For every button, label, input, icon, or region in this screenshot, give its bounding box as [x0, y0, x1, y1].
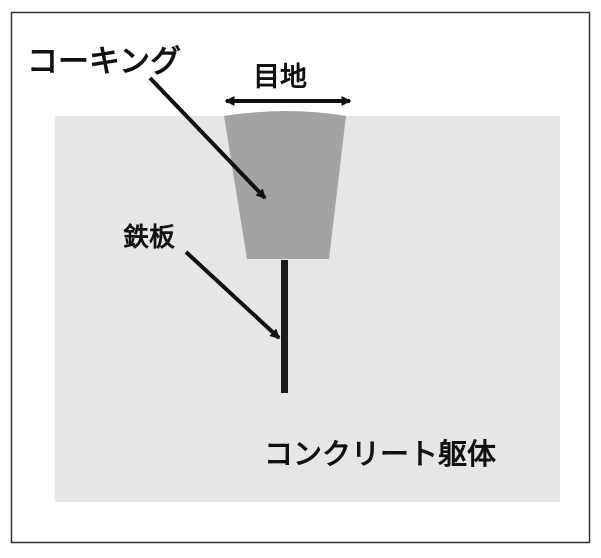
caulking-pointer-arrow — [148, 76, 267, 200]
steel-plate-label: 鉄板 — [123, 222, 175, 253]
caulking-label: コーキング — [27, 44, 181, 80]
steel-plate — [281, 260, 288, 393]
caulking-sealant — [224, 111, 346, 259]
steel-plate-pointer-arrow — [184, 250, 281, 340]
joint-label: 目地 — [253, 62, 307, 93]
concrete-body-label: コンクリート躯体 — [264, 437, 497, 471]
